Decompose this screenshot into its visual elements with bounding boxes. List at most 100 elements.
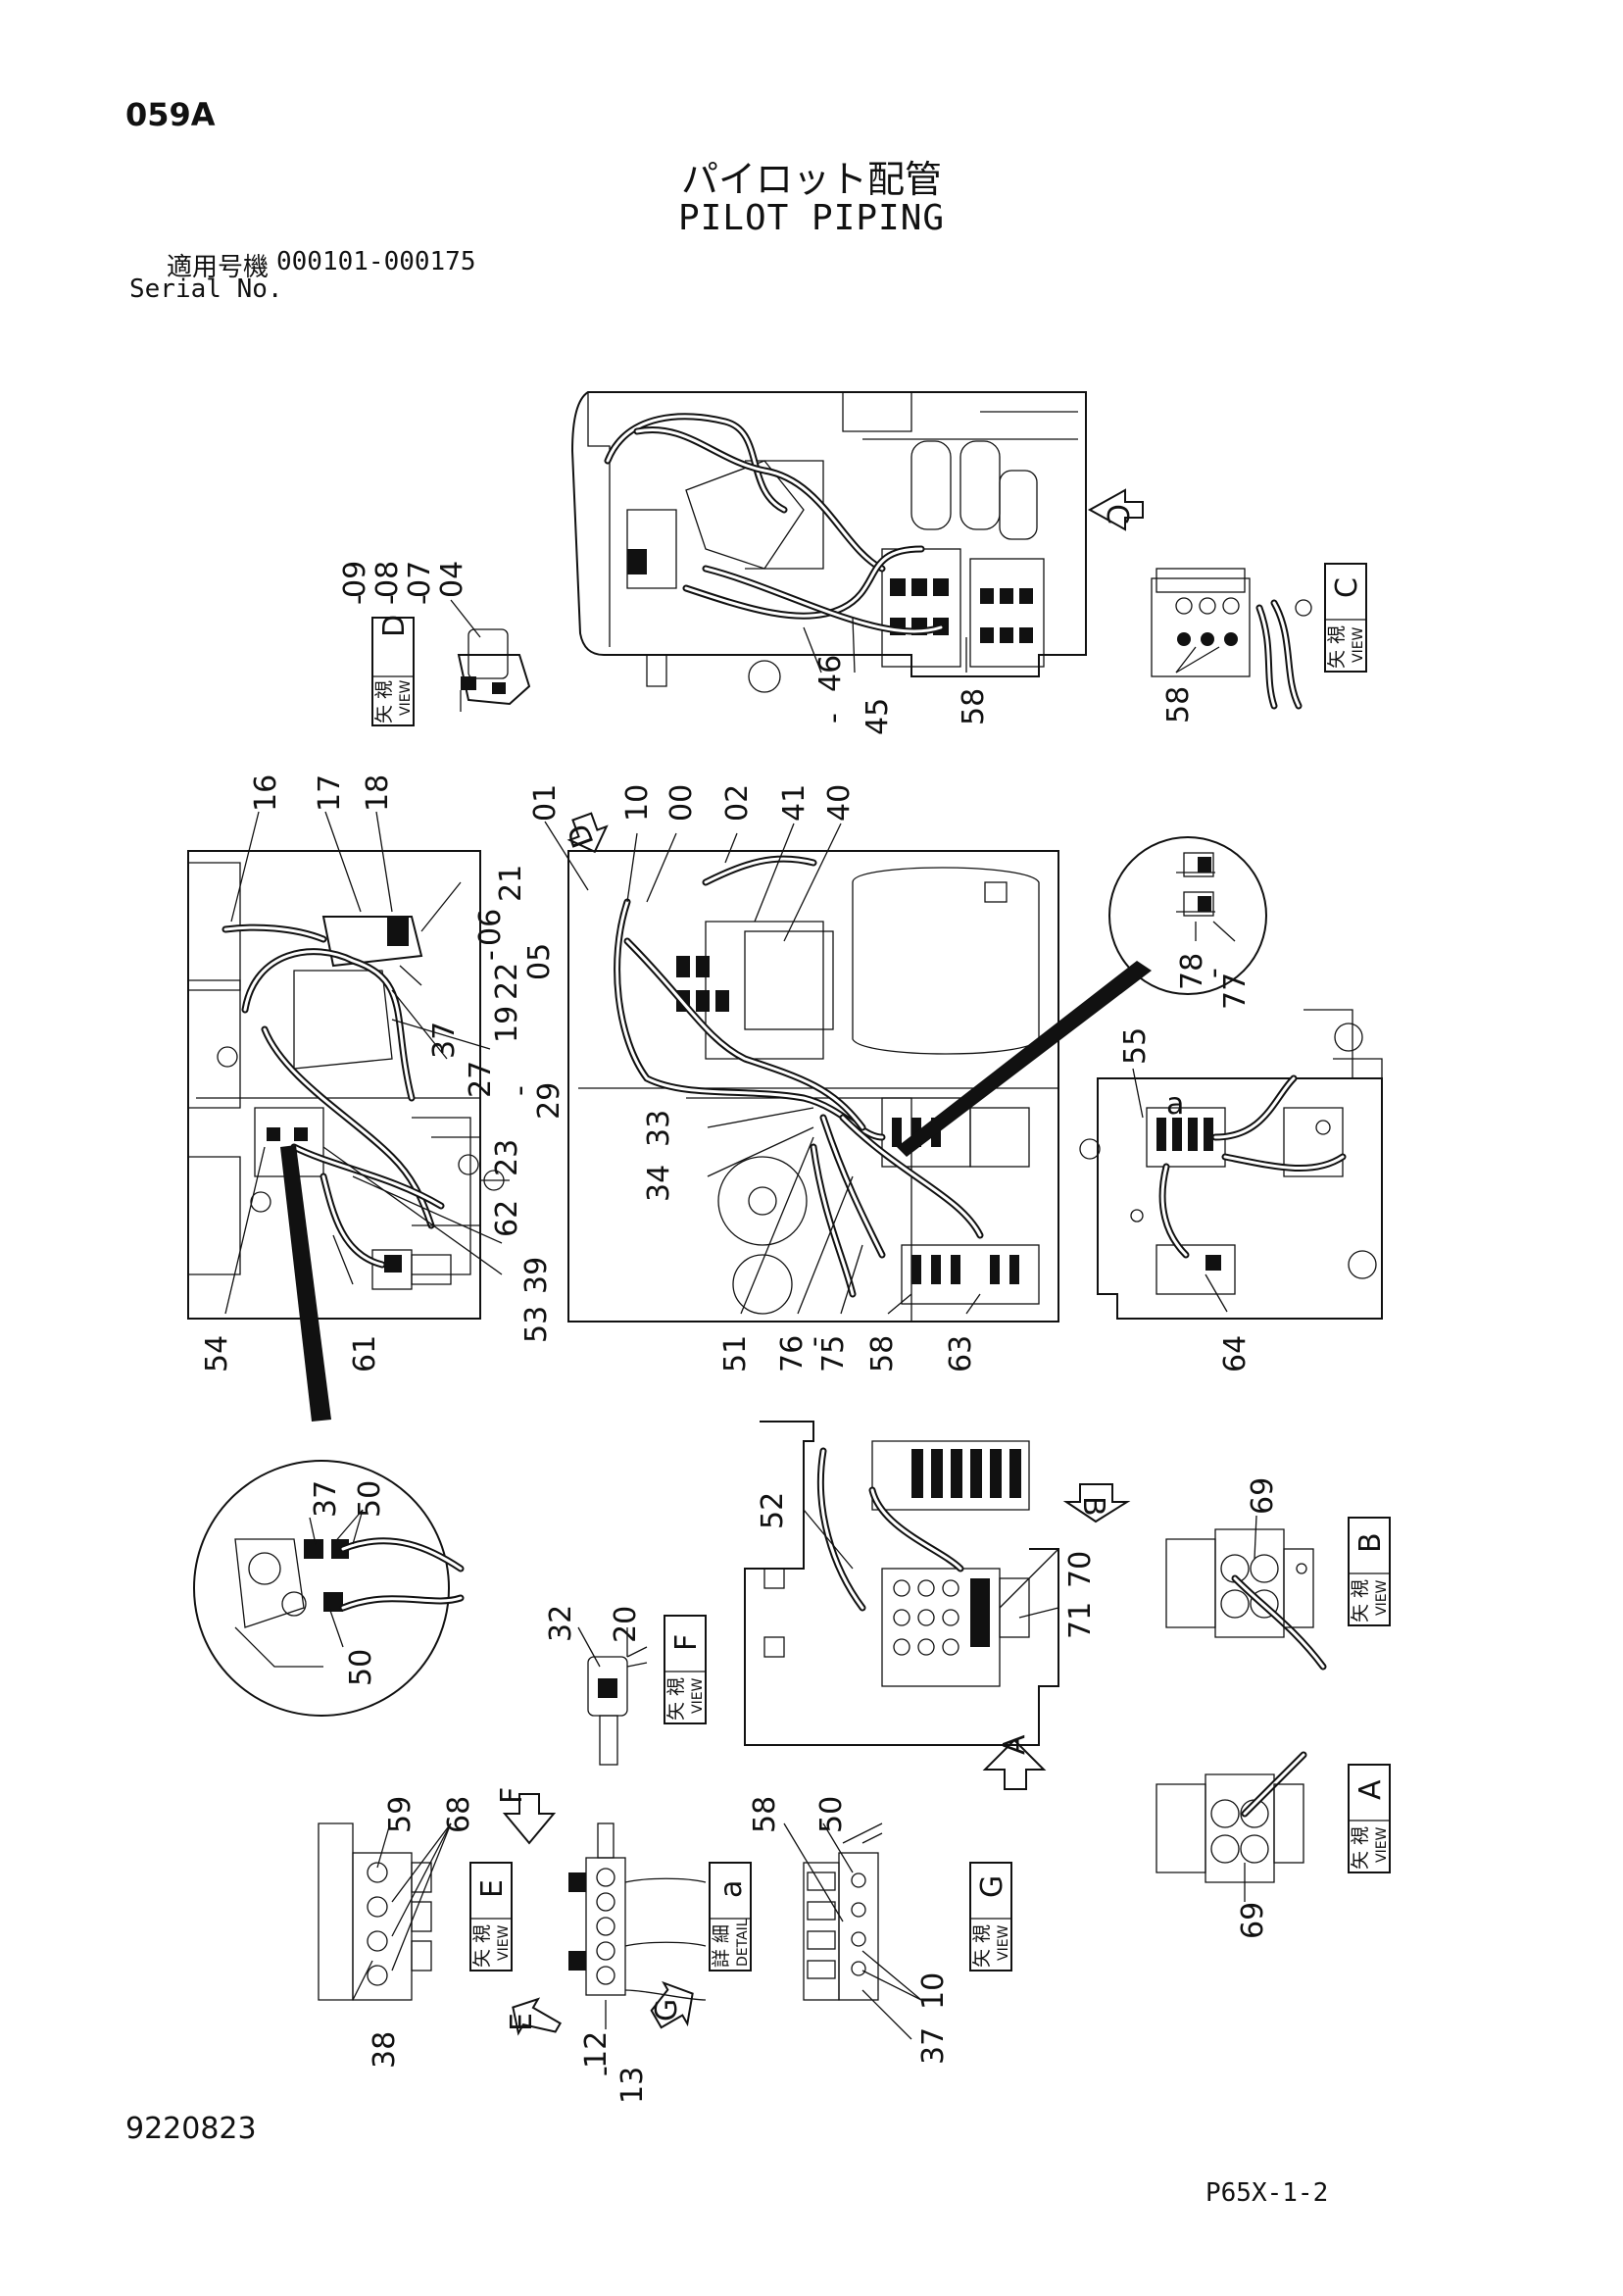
callouts-center-plan-view: 01 10 00 02 41 40 33 34 51 76 - 75 58 63 [528,784,981,1373]
view-f-part: 32 20 [544,1605,648,1766]
callout-02: 02 [720,784,755,822]
callout-75: 75 [816,1335,851,1373]
view-a-label: A 矢 視 VIEW [1348,1764,1391,1873]
arrow-a: A [982,1734,1047,1790]
svg-text:D: D [377,615,412,637]
callout-71: 71 [1063,1602,1098,1639]
top-machine-view [570,391,1087,693]
callout-46: 46 [813,655,848,692]
callout-59: 59 [383,1796,418,1833]
svg-text:VIEW: VIEW [1374,1826,1390,1863]
view-c-label: C 矢 視 VIEW [1324,563,1367,673]
svg-text:矢 視: 矢 視 [1350,1826,1371,1870]
callout-62: 62 [490,1200,524,1237]
svg-text:-: - [473,950,508,961]
callout-40: 40 [822,784,857,822]
svg-text:矢 視: 矢 視 [373,680,395,724]
callouts-top-machine: 46 - 45 58 [803,617,991,735]
callout-51: 51 [718,1335,753,1373]
svg-text:-: - [406,594,440,605]
svg-text:DETAIL: DETAIL [735,1919,751,1967]
callout-17: 17 [313,774,347,812]
view-a-part: 69 [1156,1751,1307,1939]
callout-45: 45 [861,698,895,735]
view-g-label: G 矢 視 VIEW [969,1862,1012,1972]
callout-50-zoom-top: 50 [353,1480,387,1518]
svg-text:矢 視: 矢 視 [971,1924,993,1968]
svg-text:a: a [714,1880,749,1898]
arrow-g: G [650,1980,694,2029]
svg-text:A: A [998,1734,1032,1755]
callout-07: 07 [403,561,437,598]
callout-53: 53 [519,1306,554,1343]
svg-text:VIEW: VIEW [1351,626,1366,663]
callout-77: 77 [1218,973,1253,1010]
svg-text:矢 視: 矢 視 [1350,1579,1371,1622]
view-e-label: E 矢 視 VIEW [469,1862,513,1972]
callout-55: 55 [1118,1027,1153,1065]
center-plan-view [567,850,1059,1323]
svg-text:F: F [669,1634,704,1651]
view-b-part: 69 [1165,1477,1327,1671]
callout-12: 12 [579,2031,614,2069]
callout-20: 20 [609,1606,643,1643]
svg-text:VIEW: VIEW [996,1924,1011,1961]
svg-text:E: E [475,1879,510,1898]
callout-32: 32 [544,1605,578,1642]
view-e-part: 59 68 38 [318,1796,476,2069]
page-number: 059A [125,96,216,133]
serial-label-japanese: 適用号機 [167,253,270,282]
callout-58-view-c: 58 [1161,686,1196,724]
callout-29: 29 [532,1082,566,1120]
view-d-label: D 矢 視 VIEW [371,615,415,726]
valve-assembly-view: 52 70 71 [744,1421,1098,1746]
callout-37-left: 37 [427,1022,462,1059]
serial-label-english: Serial No. [129,275,283,304]
left-side-view [187,850,510,1320]
view-c-part [1151,568,1312,710]
zoom-circle-left: 37 50 50 [193,1460,465,1717]
serial-range: 000101-000175 [276,247,476,276]
svg-text:VIEW: VIEW [398,679,414,716]
svg-text:F: F [495,1787,529,1804]
svg-text:B: B [1076,1496,1110,1517]
callout-13: 13 [615,2067,650,2104]
callout-76: 76 [775,1335,810,1373]
callout-54: 54 [200,1335,234,1373]
callout-04: 04 [435,561,469,598]
callout-22: 22 [490,963,524,1000]
callout-69-view-b: 69 [1246,1477,1280,1515]
callout-50-view-g: 50 [814,1796,849,1833]
title-english: PILOT PIPING [677,198,946,238]
callout-23: 23 [490,1139,524,1176]
callout-06: 06 [473,909,508,946]
callout-50-zoom-bottom: 50 [344,1649,378,1686]
callout-58-center: 58 [865,1335,900,1373]
svg-text:D: D [562,820,602,853]
callouts-view-c: 58 [1161,686,1196,724]
callout-33: 33 [642,1110,676,1147]
callout-38: 38 [368,2031,402,2069]
callout-18: 18 [361,774,395,812]
callout-10: 10 [620,784,655,822]
svg-text:VIEW: VIEW [496,1924,512,1961]
callout-61: 61 [348,1335,382,1373]
view-g-part: 58 50 10 37 [748,1796,951,2065]
svg-text:A: A [1353,1779,1388,1800]
svg-text:C: C [1330,577,1364,598]
svg-text:-: - [1197,968,1231,978]
svg-text:-: - [797,1336,831,1347]
arrow-c: C [1087,488,1144,531]
svg-text:矢 視: 矢 視 [1326,625,1348,669]
svg-text:矢 視: 矢 視 [665,1677,687,1721]
svg-text:-: - [816,713,851,724]
callouts-left-side-view: 16 17 18 21 06 - 05 22 19 37 27 - 29 23 … [200,774,566,1373]
svg-text:G: G [650,1999,684,2021]
view-f-label: F 矢 視 VIEW [664,1615,707,1724]
callout-63: 63 [944,1335,978,1373]
callout-01: 01 [528,784,563,822]
svg-text:-: - [587,2066,621,2076]
view-d-part [457,628,531,712]
callout-37-zoom: 37 [309,1480,343,1518]
detail-a-part: 12 - 13 [568,1822,707,2104]
